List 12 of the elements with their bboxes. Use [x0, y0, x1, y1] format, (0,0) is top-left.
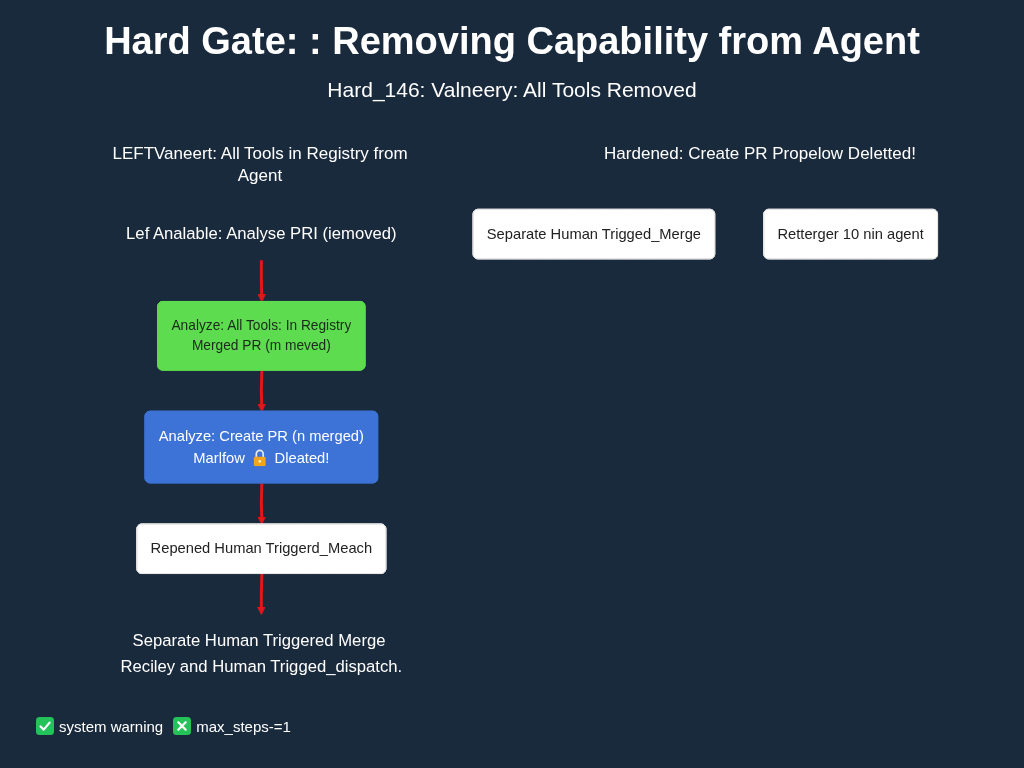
column-heading: LEFTVaneert: All Tools in Registry from Agent: [111, 143, 409, 188]
arrow: [257, 370, 266, 413]
arrow: [256, 574, 266, 616]
subtitle: Hard_146: Valneery: All Tools Removed: [327, 77, 697, 104]
node-text: Lef Analable: Analyse PRI (iemoved): [125, 224, 397, 244]
arrow: [257, 483, 266, 525]
arrow: [257, 260, 266, 303]
title: Hard Gate: : Removing Capability from Agent: [104, 19, 920, 64]
node-text: Separate Human Triggered Merge Reciley and Human Trigged_dispatch.: [120, 631, 402, 675]
legend-text: system warning: [59, 717, 164, 735]
column-heading: Hardened: Create PR Propelow Deletted!: [604, 143, 916, 165]
legend-text: max_steps-=1: [196, 717, 291, 735]
